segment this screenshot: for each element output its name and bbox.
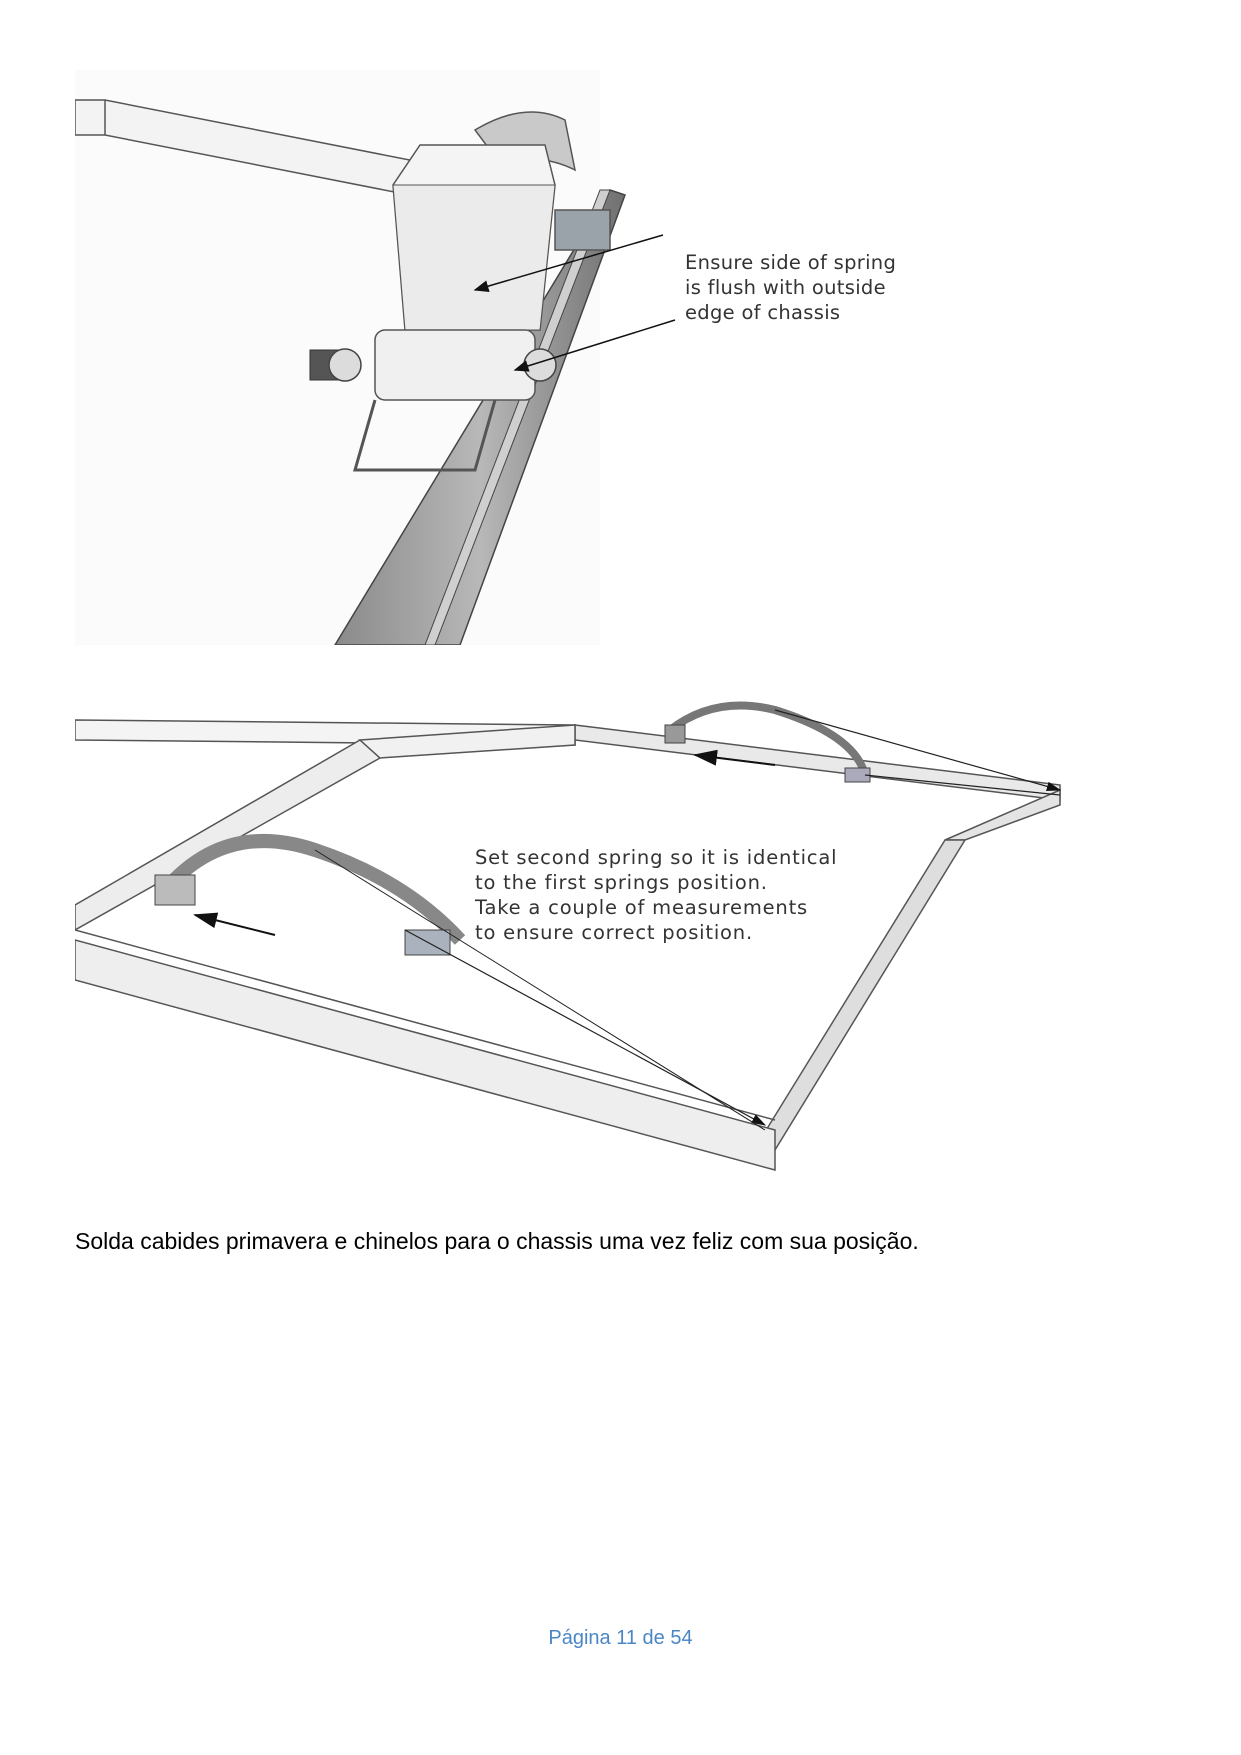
figure-chassis-overview (75, 690, 1075, 1205)
spring-flush-callout: Ensure side of spring is flush with outs… (685, 251, 897, 324)
second-spring-callout: Set second spring so it is identical to … (475, 846, 838, 944)
caption-text: Solda cabides primavera e chinelos para … (75, 1228, 919, 1254)
page-number: Página 11 de 54 (548, 1627, 693, 1649)
chassis-springs-illustration (75, 701, 1062, 1171)
spring-hanger-illustration (75, 70, 676, 645)
figure-spring-hanger-closeup (75, 70, 1075, 645)
